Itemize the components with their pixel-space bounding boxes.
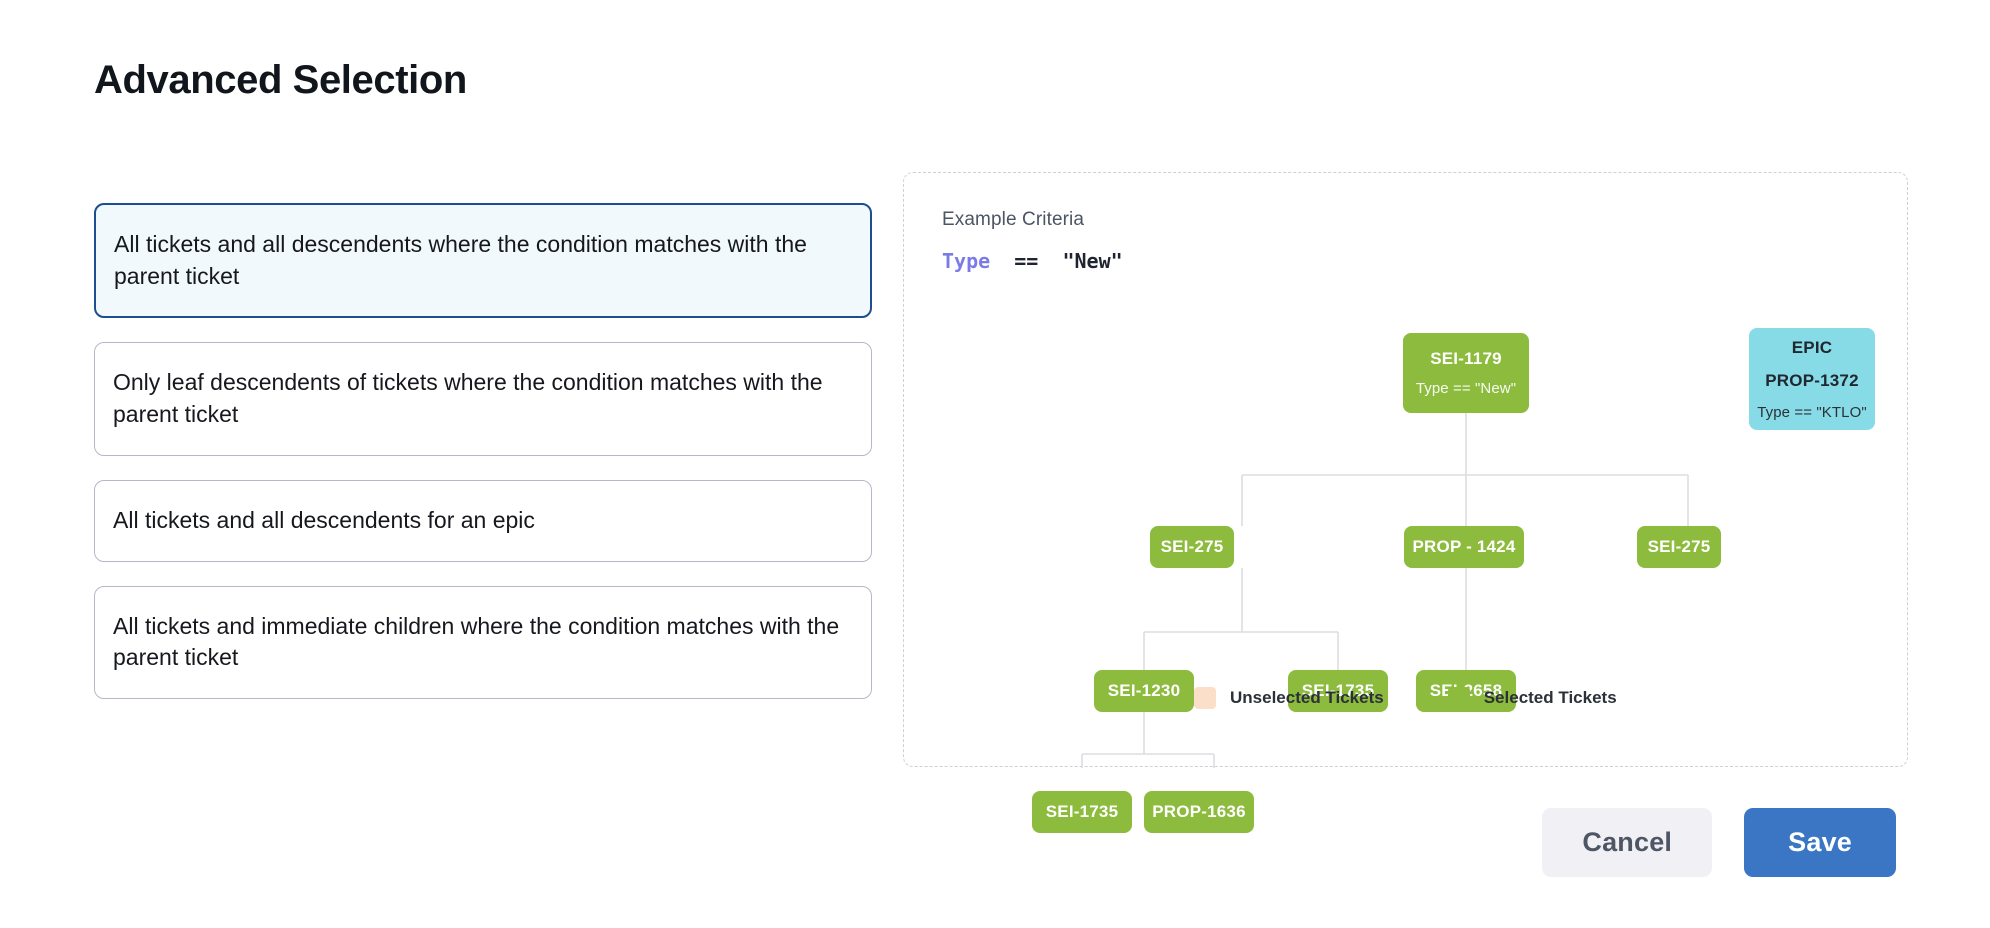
tree-node-id: SEI-1735 (1301, 681, 1375, 700)
option-card-all-descendents-condition[interactable]: All tickets and all descendents where th… (94, 203, 872, 319)
tree-node-sei-275-a[interactable]: SEI-275 (1150, 526, 1234, 568)
criteria-operator: == (1014, 249, 1039, 273)
tree-node-id: SEI-1179 (1430, 349, 1502, 368)
tree-node-sei-1735-b[interactable]: SEI-1735 (1032, 791, 1132, 833)
tree-node-id: PROP - 1424 (1412, 537, 1516, 556)
tree-node-condition: Type == "New" (1415, 380, 1517, 397)
option-label: All tickets and all descendents where th… (114, 231, 807, 289)
tree-node-sei-275-b[interactable]: SEI-275 (1637, 526, 1721, 568)
dialog-footer: Cancel Save (1542, 808, 1896, 877)
tree-node-id: SEI-1230 (1107, 681, 1181, 700)
criteria-expression: Type == "New" (942, 249, 1123, 273)
tree-node-condition: Type == "KTLO" (1757, 403, 1867, 421)
tree-node-id: SEI-1735 (1045, 802, 1119, 821)
tree-node-prop-1636[interactable]: PROP-1636 (1144, 791, 1254, 833)
option-card-immediate-children-condition[interactable]: All tickets and immediate children where… (94, 585, 872, 700)
criteria-title: Example Criteria (942, 209, 1085, 230)
tree-node-epic-prop-1372[interactable]: EPIC PROP-1372 Type == "KTLO" (1749, 328, 1875, 430)
tree-node-id: PROP-1372 (1765, 370, 1859, 390)
example-criteria-block: Example Criteria Type == "New" (942, 209, 1123, 273)
legend-label: Unselected Tickets (1230, 688, 1384, 707)
page-title: Advanced Selection (94, 58, 467, 102)
legend-item-selected: Selected Tickets (1447, 687, 1617, 709)
unselected-ticket-swatch (1194, 687, 1216, 709)
option-label: All tickets and immediate children where… (113, 612, 840, 671)
option-label: All tickets and all descendents for an e… (113, 506, 535, 533)
option-label: Only leaf descendents of tickets where t… (113, 369, 823, 428)
criteria-field: Type (942, 249, 991, 273)
criteria-value: "New" (1062, 249, 1123, 273)
tree-node-sei-1179[interactable]: SEI-1179 Type == "New" (1403, 333, 1529, 413)
selection-options-list: All tickets and all descendents where th… (94, 203, 872, 700)
tree-node-id: PROP-1636 (1152, 802, 1246, 821)
selected-ticket-swatch (1447, 687, 1470, 709)
cancel-button[interactable]: Cancel (1542, 808, 1713, 877)
option-card-leaf-descendents-condition[interactable]: Only leaf descendents of tickets where t… (94, 342, 872, 456)
epic-tag: EPIC (1791, 337, 1833, 357)
legend-item-unselected: Unselected Tickets (1194, 687, 1384, 709)
tree-node-prop-1424[interactable]: PROP - 1424 (1404, 526, 1524, 568)
example-diagram-panel: Example Criteria Type == "New" (903, 172, 1909, 833)
diagram-legend: Unselected Tickets Selected Tickets (1194, 687, 1617, 709)
option-card-all-descendents-epic[interactable]: All tickets and all descendents for an e… (94, 479, 872, 562)
legend-label: Selected Tickets (1483, 688, 1617, 707)
tree-connector-lines (1081, 413, 1689, 768)
tree-node-sei-1735-a[interactable]: SEI-1735 (1288, 670, 1388, 712)
save-button[interactable]: Save (1744, 808, 1896, 877)
tree-node-sei-1230[interactable]: SEI-1230 (1094, 670, 1194, 712)
ticket-hierarchy-tree: SEI-1179 Type == "New" EPIC PROP-1372 Ty… (904, 173, 1909, 833)
tree-node-id: SEI-275 (1160, 537, 1224, 556)
tree-node-id: SEI-275 (1647, 537, 1711, 556)
